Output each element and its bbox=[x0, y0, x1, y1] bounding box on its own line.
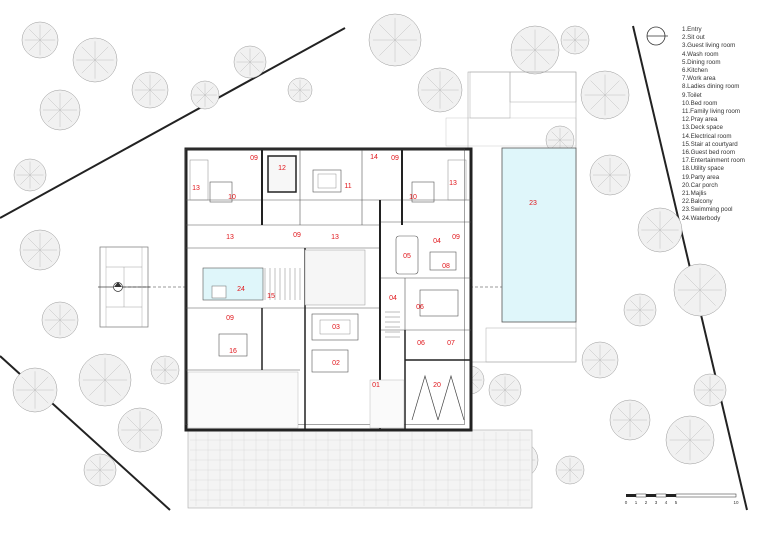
room-label: 06 bbox=[416, 304, 424, 311]
room-label: 14 bbox=[370, 154, 378, 161]
room-label: 09 bbox=[391, 155, 399, 162]
legend-item: 9.Toilet bbox=[682, 91, 702, 99]
legend-item: 24.Waterbody bbox=[682, 214, 721, 222]
legend-item: 22.Balcony bbox=[682, 198, 713, 206]
legend-item: 6.Kitchen bbox=[682, 67, 708, 75]
legend-item: 20.Car porch bbox=[682, 181, 718, 189]
legend-item: 13.Deck space bbox=[682, 124, 723, 132]
room-label: 05 bbox=[403, 253, 411, 260]
scale-tick: 4 bbox=[665, 500, 668, 505]
room-label: 02 bbox=[332, 360, 340, 367]
room-label: 12 bbox=[278, 165, 286, 172]
legend-item: 2.Sit out bbox=[682, 34, 705, 42]
section-marker-left bbox=[113, 282, 186, 292]
room-label: 01 bbox=[372, 382, 380, 389]
room-label: 10 bbox=[228, 194, 236, 201]
room-label: 20 bbox=[433, 382, 441, 389]
room-label: 16 bbox=[229, 348, 237, 355]
legend-item: 15.Stair at courtyard bbox=[682, 140, 738, 148]
room-label: 08 bbox=[442, 263, 450, 270]
room-label: 04 bbox=[433, 238, 441, 245]
legend-item: 10.Bed room bbox=[682, 99, 718, 107]
legend-item: 19.Party area bbox=[682, 173, 720, 181]
legend-item: 16.Guest bed room bbox=[682, 149, 735, 157]
legend-item: 14.Electrical room bbox=[682, 132, 732, 140]
scale-bar: 0 1 2 3 4 5 10 bbox=[625, 493, 739, 505]
scale-tick: 10 bbox=[733, 500, 739, 505]
house-walls bbox=[184, 147, 473, 432]
scale-tick: 5 bbox=[675, 500, 678, 505]
legend-item: 12.Pray area bbox=[682, 116, 718, 124]
room-label: 04 bbox=[389, 295, 397, 302]
room-label: 09 bbox=[293, 232, 301, 239]
legend-item: 18.Utility space bbox=[682, 165, 724, 173]
scale-tick: 1 bbox=[635, 500, 638, 505]
room-label: 06 bbox=[417, 340, 425, 347]
forecourt-paving bbox=[187, 429, 533, 509]
scale-tick: 0 bbox=[625, 500, 628, 505]
room-label: 13 bbox=[192, 185, 200, 192]
legend-item: 5.Dining room bbox=[682, 58, 721, 66]
room-label: 03 bbox=[332, 324, 340, 331]
room-label: 07 bbox=[447, 340, 455, 347]
room-label: 15 bbox=[267, 293, 275, 300]
legend-item: 21.Majlis bbox=[682, 190, 707, 198]
legend-item: 11.Family living room bbox=[682, 108, 740, 116]
north-arrow-icon bbox=[646, 26, 668, 46]
legend-item: 23.Swimming pool bbox=[682, 206, 733, 214]
legend-item: 4.Wash room bbox=[682, 50, 719, 58]
room-label: 13 bbox=[331, 234, 339, 241]
legend-item: 17.Entertainment room bbox=[682, 157, 745, 165]
legend-item: 8.Ladies dining room bbox=[682, 83, 740, 91]
legend: 1.Entry 2.Sit out 3.Guest living room 4.… bbox=[682, 26, 758, 223]
room-label: 11 bbox=[344, 183, 351, 190]
room-label: 13 bbox=[449, 180, 457, 187]
room-label: 24 bbox=[237, 286, 245, 293]
scale-tick: 3 bbox=[655, 500, 658, 505]
legend-item: 3.Guest living room bbox=[682, 42, 736, 50]
legend-item: 7.Work area bbox=[682, 75, 716, 83]
legend-item: 1.Entry bbox=[682, 26, 702, 33]
room-label: 23 bbox=[529, 200, 537, 207]
scale-tick: 2 bbox=[645, 500, 648, 505]
room-label: 10 bbox=[409, 194, 417, 201]
room-label: 09 bbox=[226, 315, 234, 322]
room-labels: 09 12 14 09 13 10 11 10 13 13 09 13 05 0… bbox=[192, 154, 537, 389]
pool-deck bbox=[445, 71, 577, 363]
room-label: 13 bbox=[226, 234, 234, 241]
room-label: 09 bbox=[250, 155, 258, 162]
room-label: 09 bbox=[452, 234, 460, 241]
